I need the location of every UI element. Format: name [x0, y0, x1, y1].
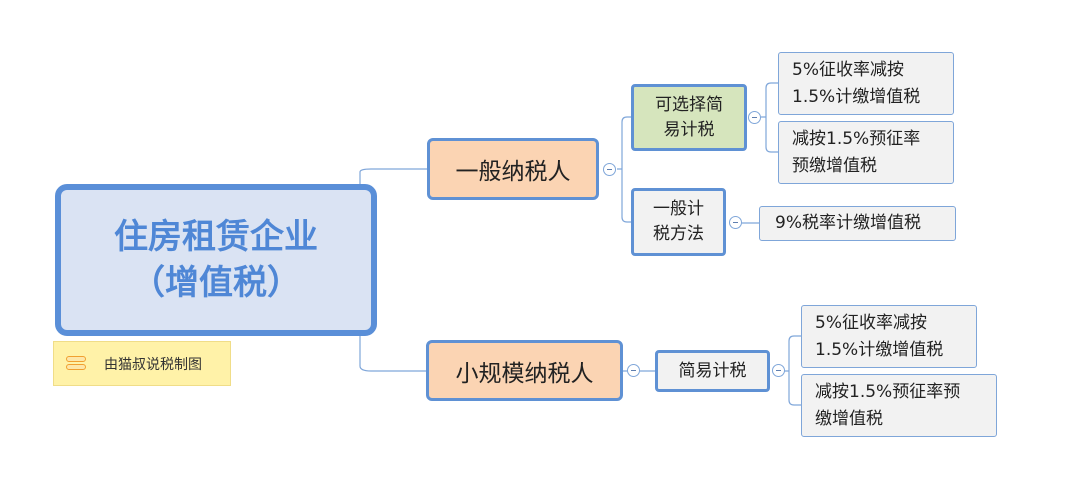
leaf-line: 9%税率计缴增值税	[775, 213, 921, 233]
topic-general-taxpayer[interactable]: 一般纳税人	[427, 138, 599, 200]
topic-simple-option[interactable]: 可选择简 易计税	[631, 84, 747, 151]
connector-general-children	[617, 116, 631, 223]
leaf-line: 5%征收率减按	[792, 59, 904, 80]
leaf-general-simple-prepay[interactable]: 减按1.5%预征率 预缴增值税	[778, 121, 954, 184]
collapse-toggle-small[interactable]	[627, 364, 640, 377]
root-topic[interactable]: 住房租赁企业 （增值税）	[55, 184, 377, 336]
connector-root-general	[359, 168, 427, 184]
collapse-toggle-general-method[interactable]	[729, 216, 742, 229]
leaf-line: 减按1.5%预征率预	[815, 381, 961, 402]
watermark-text: 由猫叔说税制图	[104, 356, 202, 373]
note-icon	[66, 355, 88, 372]
leaf-line: 减按1.5%预征率	[792, 128, 921, 149]
leaf-general-method-rate[interactable]: 9%税率计缴增值税	[759, 206, 956, 241]
leaf-line: 1.5%计缴增值税	[815, 339, 944, 360]
collapse-toggle-small-simple[interactable]	[772, 364, 785, 377]
leaf-general-simple-rate[interactable]: 5%征收率减按 1.5%计缴增值税	[778, 52, 954, 115]
topic-small-simple-label: 简易计税	[678, 360, 747, 381]
leaf-line: 1.5%计缴增值税	[792, 86, 921, 107]
watermark-label: 由猫叔说税制图	[53, 341, 231, 386]
topic-simple-option-line2: 易计税	[663, 119, 715, 140]
collapse-toggle-simple-option[interactable]	[748, 111, 761, 124]
topic-simple-option-line1: 可选择简	[655, 94, 723, 115]
root-topic-line2: （增值税）	[131, 263, 301, 303]
root-topic-line1: 住房租赁企业	[114, 217, 318, 257]
connector-option-leaves	[761, 82, 778, 153]
topic-small-simple[interactable]: 简易计税	[655, 350, 770, 392]
connector-simple-leaves	[784, 335, 801, 406]
leaf-line: 5%征收率减按	[815, 312, 927, 333]
collapse-toggle-general[interactable]	[603, 163, 616, 176]
leaf-line: 缴增值税	[815, 408, 883, 429]
topic-general-taxpayer-label: 一般纳税人	[455, 159, 571, 185]
leaf-small-simple-rate[interactable]: 5%征收率减按 1.5%计缴增值税	[801, 305, 977, 368]
connector-root-small	[359, 336, 426, 372]
leaf-line: 预缴增值税	[792, 155, 877, 176]
topic-general-method[interactable]: 一般计 税方法	[631, 188, 726, 256]
topic-general-method-line1: 一般计	[653, 199, 704, 219]
topic-general-method-line2: 税方法	[653, 224, 704, 244]
topic-small-taxpayer[interactable]: 小规模纳税人	[426, 340, 623, 401]
topic-small-taxpayer-label: 小规模纳税人	[455, 360, 594, 387]
leaf-small-simple-prepay[interactable]: 减按1.5%预征率预 缴增值税	[801, 374, 997, 437]
